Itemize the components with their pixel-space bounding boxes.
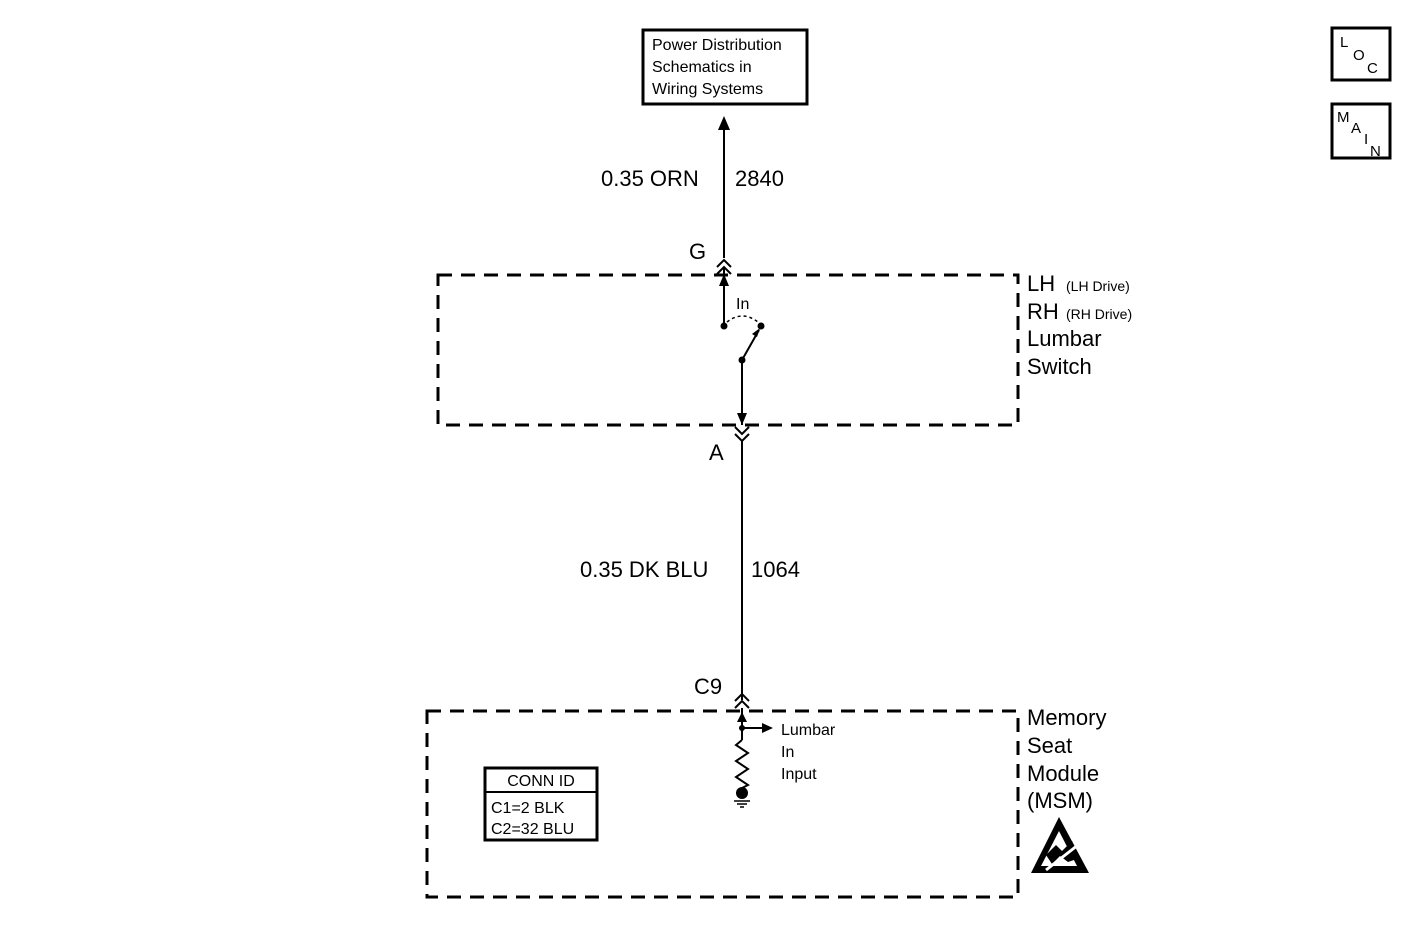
terminal-g-chevron-lower	[716, 265, 732, 275]
bottom-wire-circuit: 1064	[751, 557, 800, 582]
memory-seat-module-enclosure	[425, 709, 1020, 899]
switch-up-arrow-icon	[719, 274, 729, 286]
switch-contact-right	[757, 322, 765, 330]
main-letter-n: N	[1370, 143, 1381, 160]
switch-rh-note: (RH Drive)	[1066, 306, 1132, 322]
module-right-arrow-icon	[762, 723, 773, 733]
pulldown-resistor-icon	[734, 739, 750, 789]
main-letter-m: M	[1337, 109, 1350, 126]
main-letter-a: A	[1351, 120, 1361, 137]
switch-position-in: In	[736, 296, 749, 313]
module-input-line1: Lumbar	[781, 722, 836, 739]
power-distribution-line1: Power Distribution	[652, 37, 782, 54]
terminal-c9-chevron-lower	[734, 699, 750, 709]
terminal-g-label: G	[689, 239, 706, 264]
top-wire-circuit: 2840	[735, 166, 784, 191]
switch-down-arrow-icon	[737, 413, 747, 425]
top-wire-gauge-color: 0.35 ORN	[601, 166, 699, 191]
switch-name-line1: Lumbar	[1027, 326, 1102, 351]
module-name-line2: Seat	[1027, 733, 1072, 758]
bottom-wire-gauge-color: 0.35 DK BLU	[580, 557, 708, 582]
up-arrow-icon	[718, 116, 730, 130]
power-distribution-link[interactable]: Power Distribution Schematics in Wiring …	[641, 28, 809, 106]
module-input-line2: In	[781, 744, 794, 761]
main-letter-i: I	[1364, 131, 1368, 148]
ground-node	[736, 787, 748, 799]
switch-blade-tip-icon	[752, 328, 760, 337]
terminal-c9-chevron-upper	[734, 692, 750, 702]
switch-travel-arc	[726, 315, 759, 323]
lumbar-switch-enclosure	[436, 273, 1020, 427]
module-name-line1: Memory	[1027, 705, 1106, 730]
switch-name-line2: Switch	[1027, 354, 1092, 379]
switch-lh-label: LH	[1027, 271, 1055, 296]
terminal-c9-label: C9	[694, 674, 722, 699]
loc-button[interactable]: L O C	[1330, 26, 1392, 82]
conn-id-row1: C1=2 BLK	[491, 800, 565, 817]
conn-id-table: CONN ID C1=2 BLK C2=32 BLU	[483, 766, 599, 842]
loc-letter-o: O	[1353, 47, 1365, 64]
loc-button-frame[interactable]	[1330, 26, 1392, 82]
power-distribution-box[interactable]	[641, 28, 809, 106]
power-distribution-line2: Schematics in	[652, 59, 752, 76]
conn-id-row2: C2=32 BLU	[491, 821, 574, 838]
module-name-line3: Module	[1027, 761, 1099, 786]
switch-contact-left	[720, 322, 728, 330]
switch-rh-label: RH	[1027, 299, 1059, 324]
conn-id-frame	[483, 766, 599, 842]
module-input-line3: Input	[781, 766, 817, 783]
module-name-line4: (MSM)	[1027, 788, 1093, 813]
conn-id-title: CONN ID	[507, 773, 575, 790]
terminal-g-chevron-upper	[716, 258, 732, 268]
loc-letter-c: C	[1367, 60, 1378, 77]
module-up-arrow-icon	[737, 712, 747, 722]
esd-warning-icon	[1031, 817, 1089, 873]
terminal-a-chevron-upper	[734, 426, 750, 436]
switch-lh-note: (LH Drive)	[1066, 278, 1130, 294]
loc-letter-l: L	[1340, 34, 1348, 51]
main-button-frame[interactable]	[1330, 102, 1392, 160]
terminal-a-label: A	[709, 440, 724, 465]
main-button[interactable]: M A I N	[1330, 102, 1392, 160]
power-distribution-line3: Wiring Systems	[652, 81, 763, 98]
